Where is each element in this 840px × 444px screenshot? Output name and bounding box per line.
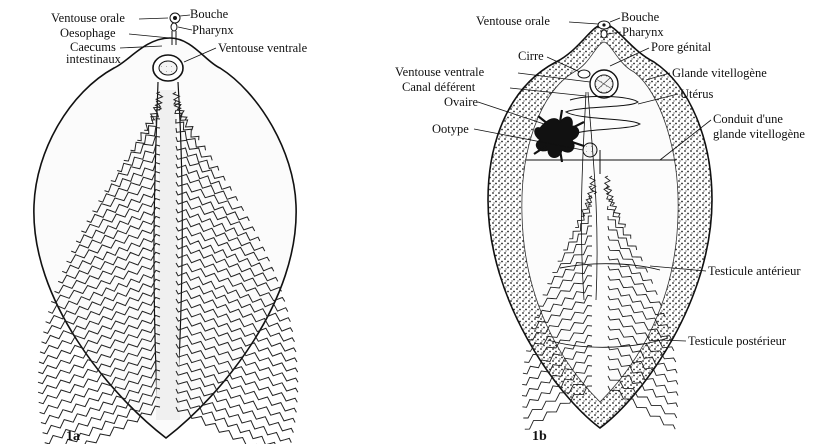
- label-conduit-line2-1b: glande vitellogène: [713, 127, 805, 141]
- ventral-sucker-1a: [153, 55, 183, 81]
- label-cirre-1b: Cirre: [518, 49, 544, 63]
- label-ventouse-ventrale-1a: Ventouse ventrale: [218, 41, 308, 55]
- label-pharynx-1a: Pharynx: [192, 23, 234, 37]
- figure-1b: Ventouse orale Bouche Pharynx Cirre Pore…: [395, 10, 805, 444]
- label-glande-vitellogene-1b: Glande vitellogène: [672, 66, 767, 80]
- label-ventouse-ventrale-1b: Ventouse ventrale: [395, 65, 485, 79]
- label-ovaire-1b: Ovaire: [444, 95, 478, 109]
- label-oesophage-1a: Oesophage: [60, 26, 116, 40]
- label-canal-deferent-1b: Canal déférent: [402, 80, 476, 94]
- label-testicule-anterieur-1b: Testicule antérieur: [708, 264, 801, 278]
- cirrus-pouch-1b: [578, 70, 590, 78]
- label-uterus-1b: Utérus: [680, 87, 713, 101]
- label-ootype-1b: Ootype: [432, 122, 469, 136]
- label-intestinaux-1a: intestinaux: [66, 52, 122, 66]
- label-conduit-line1-1b: Conduit d'une: [713, 112, 783, 126]
- figure-caption-1b: 1b: [532, 429, 547, 444]
- label-pore-genital-1b: Pore génital: [651, 40, 712, 54]
- label-bouche-1b: Bouche: [621, 10, 660, 24]
- label-testicule-posterieur-1b: Testicule postérieur: [688, 334, 787, 348]
- label-ventouse-orale-1b: Ventouse orale: [476, 14, 550, 28]
- figure-1a: Ventouse orale Bouche Oesophage Pharynx …: [34, 7, 308, 444]
- label-bouche-1a: Bouche: [190, 7, 229, 21]
- label-ventouse-orale-1a: Ventouse orale: [51, 11, 125, 25]
- ootype-1b: [583, 143, 597, 157]
- figure-caption-1a: 1a: [66, 429, 80, 444]
- ventral-sucker-1b: [590, 70, 618, 98]
- oral-sucker-1a: [170, 13, 180, 31]
- label-pharynx-1b: Pharynx: [622, 25, 664, 39]
